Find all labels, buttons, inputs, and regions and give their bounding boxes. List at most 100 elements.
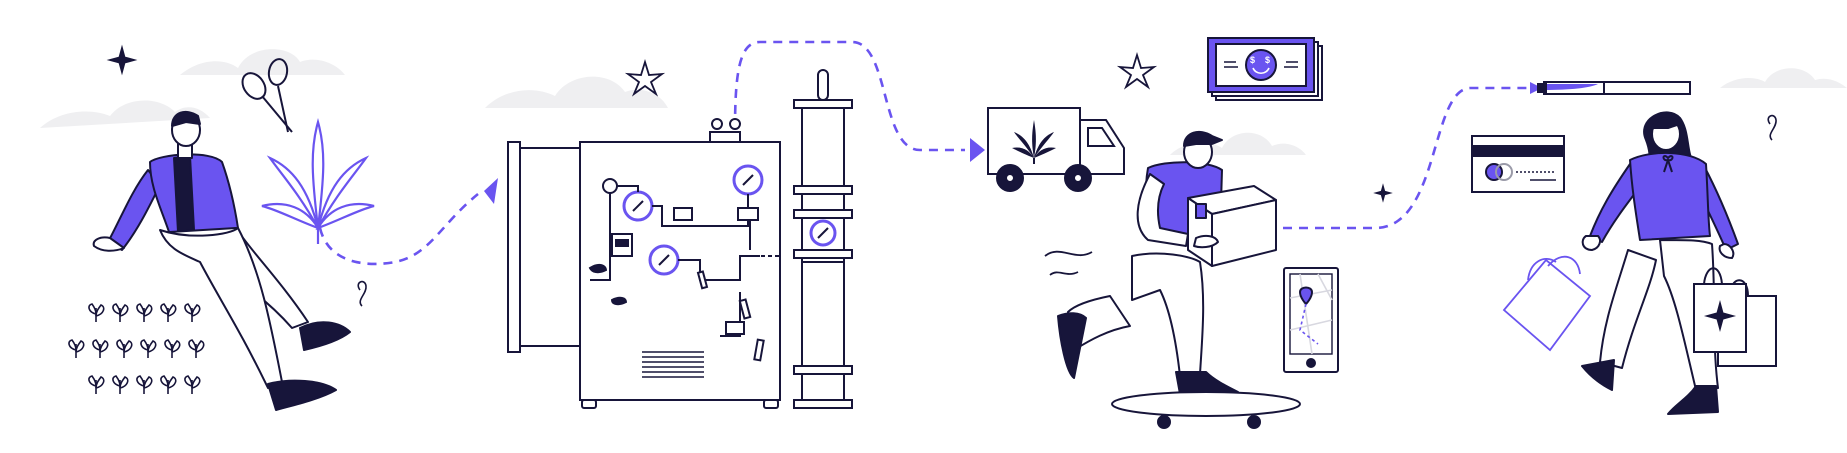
seedling-icon — [160, 375, 177, 395]
seedling-rows — [68, 303, 205, 395]
control-box — [673, 207, 693, 221]
machine-panel — [519, 147, 581, 347]
connector-extraction-delivery — [733, 40, 965, 152]
process-connectors — [318, 40, 1527, 266]
pressure-gauge-icon — [622, 190, 654, 222]
shopper-leg-back — [1599, 249, 1657, 369]
seedling-icon — [184, 303, 201, 323]
delivery-truck-icon — [987, 107, 1125, 192]
small-dial — [602, 178, 618, 194]
arrowhead-1 — [484, 178, 498, 204]
column-icon — [793, 69, 853, 409]
cloud-1 — [40, 100, 210, 128]
seedling-icon — [136, 375, 153, 395]
seedling-icon — [140, 339, 157, 359]
seedling-icon — [112, 375, 129, 395]
seedling-icon — [184, 375, 201, 395]
connector-arrowheads — [484, 82, 1542, 204]
shopper-torso — [1629, 152, 1711, 241]
seedling-icon — [116, 339, 133, 359]
sparkle-icon — [1373, 183, 1393, 203]
valve-knob — [729, 118, 741, 130]
shopper-shoe-back — [1581, 359, 1615, 391]
shopping-bag-icon — [1502, 255, 1592, 352]
seedling-icon — [188, 339, 205, 359]
valve-knob — [711, 118, 723, 130]
connector-cultivation-extraction — [318, 192, 479, 266]
valve-handle — [753, 338, 765, 362]
sparkle-icon — [624, 58, 666, 97]
cash-symbol-right: $ — [1265, 55, 1270, 65]
machine-top-cap — [709, 131, 741, 143]
skateboard-icon — [1111, 391, 1301, 429]
stage-delivery: $ $ — [987, 37, 1339, 429]
pressure-gauge-icon — [648, 244, 680, 276]
parcel-box — [1187, 185, 1277, 267]
seedling-icon — [160, 303, 177, 323]
valve-leaf — [588, 263, 608, 274]
squiggle — [1767, 114, 1777, 141]
stage-cultivation — [68, 58, 375, 411]
stage-extraction — [507, 69, 853, 409]
machine-foot — [581, 399, 597, 409]
seedling-icon — [136, 303, 153, 323]
scissors-icon — [241, 58, 293, 133]
farmer-hand — [92, 236, 125, 252]
courier-shoe-front — [1175, 371, 1239, 395]
shopping-bag-icon — [1693, 267, 1777, 367]
seedling-icon — [88, 303, 105, 323]
farmer-leg-front — [159, 227, 283, 389]
seedling-icon — [88, 375, 105, 395]
background-clouds — [40, 49, 1847, 155]
machine-foot — [763, 399, 779, 409]
shopper-hand — [1581, 235, 1601, 252]
farmer-figure — [92, 110, 351, 411]
cash-icon: $ $ — [1207, 37, 1323, 101]
courier-shoe-back — [1057, 312, 1087, 379]
wind-lines — [1044, 250, 1093, 276]
arrowhead-2 — [970, 138, 985, 162]
pressure-gauge-icon — [732, 164, 764, 196]
control-box — [737, 207, 759, 221]
valve-handle — [696, 270, 709, 290]
sparkles — [106, 44, 1777, 307]
seedling-icon — [112, 303, 129, 323]
cloud-3 — [485, 76, 668, 108]
stage-retail — [1471, 81, 1777, 415]
control-box — [725, 321, 745, 335]
farmer-hair — [171, 110, 201, 127]
sparkle-icon — [106, 44, 138, 76]
courier-hand — [1193, 234, 1219, 249]
seedling-icon — [164, 339, 181, 359]
courier-cap — [1183, 130, 1223, 147]
cannabis-leaf-icon — [1012, 120, 1056, 164]
farmer-shoe-back — [299, 321, 351, 351]
cash-symbol-left: $ — [1250, 55, 1255, 65]
vape-pen-icon — [1537, 81, 1691, 95]
cannabis-leaf-icon — [261, 117, 375, 244]
courier-figure — [1057, 130, 1277, 395]
vent-grille — [642, 351, 704, 378]
machine-door — [507, 141, 521, 353]
cloud-5 — [1720, 68, 1847, 88]
shopper-bow — [1662, 155, 1674, 173]
shopper-hand — [1718, 242, 1735, 260]
farmer-shoe-front — [267, 379, 337, 411]
shopper-figure — [1581, 111, 1739, 415]
shopper-fringe — [1651, 117, 1681, 129]
farmer-shirt-dark — [173, 155, 195, 233]
map-phone-icon — [1283, 267, 1339, 373]
valve-leaf — [610, 296, 628, 306]
courier-leg-front — [1131, 252, 1205, 377]
seedling-icon — [68, 339, 85, 359]
connector-delivery-retail — [1283, 86, 1527, 230]
cloud-2 — [180, 49, 345, 75]
seedling-icon — [92, 339, 109, 359]
squiggle — [357, 280, 367, 307]
arrowhead-3 — [1530, 82, 1542, 94]
valve-handle — [738, 298, 752, 320]
shopper-shoe-front — [1667, 385, 1719, 415]
credit-card-icon — [1471, 135, 1565, 193]
sparkle-icon — [1116, 51, 1158, 90]
